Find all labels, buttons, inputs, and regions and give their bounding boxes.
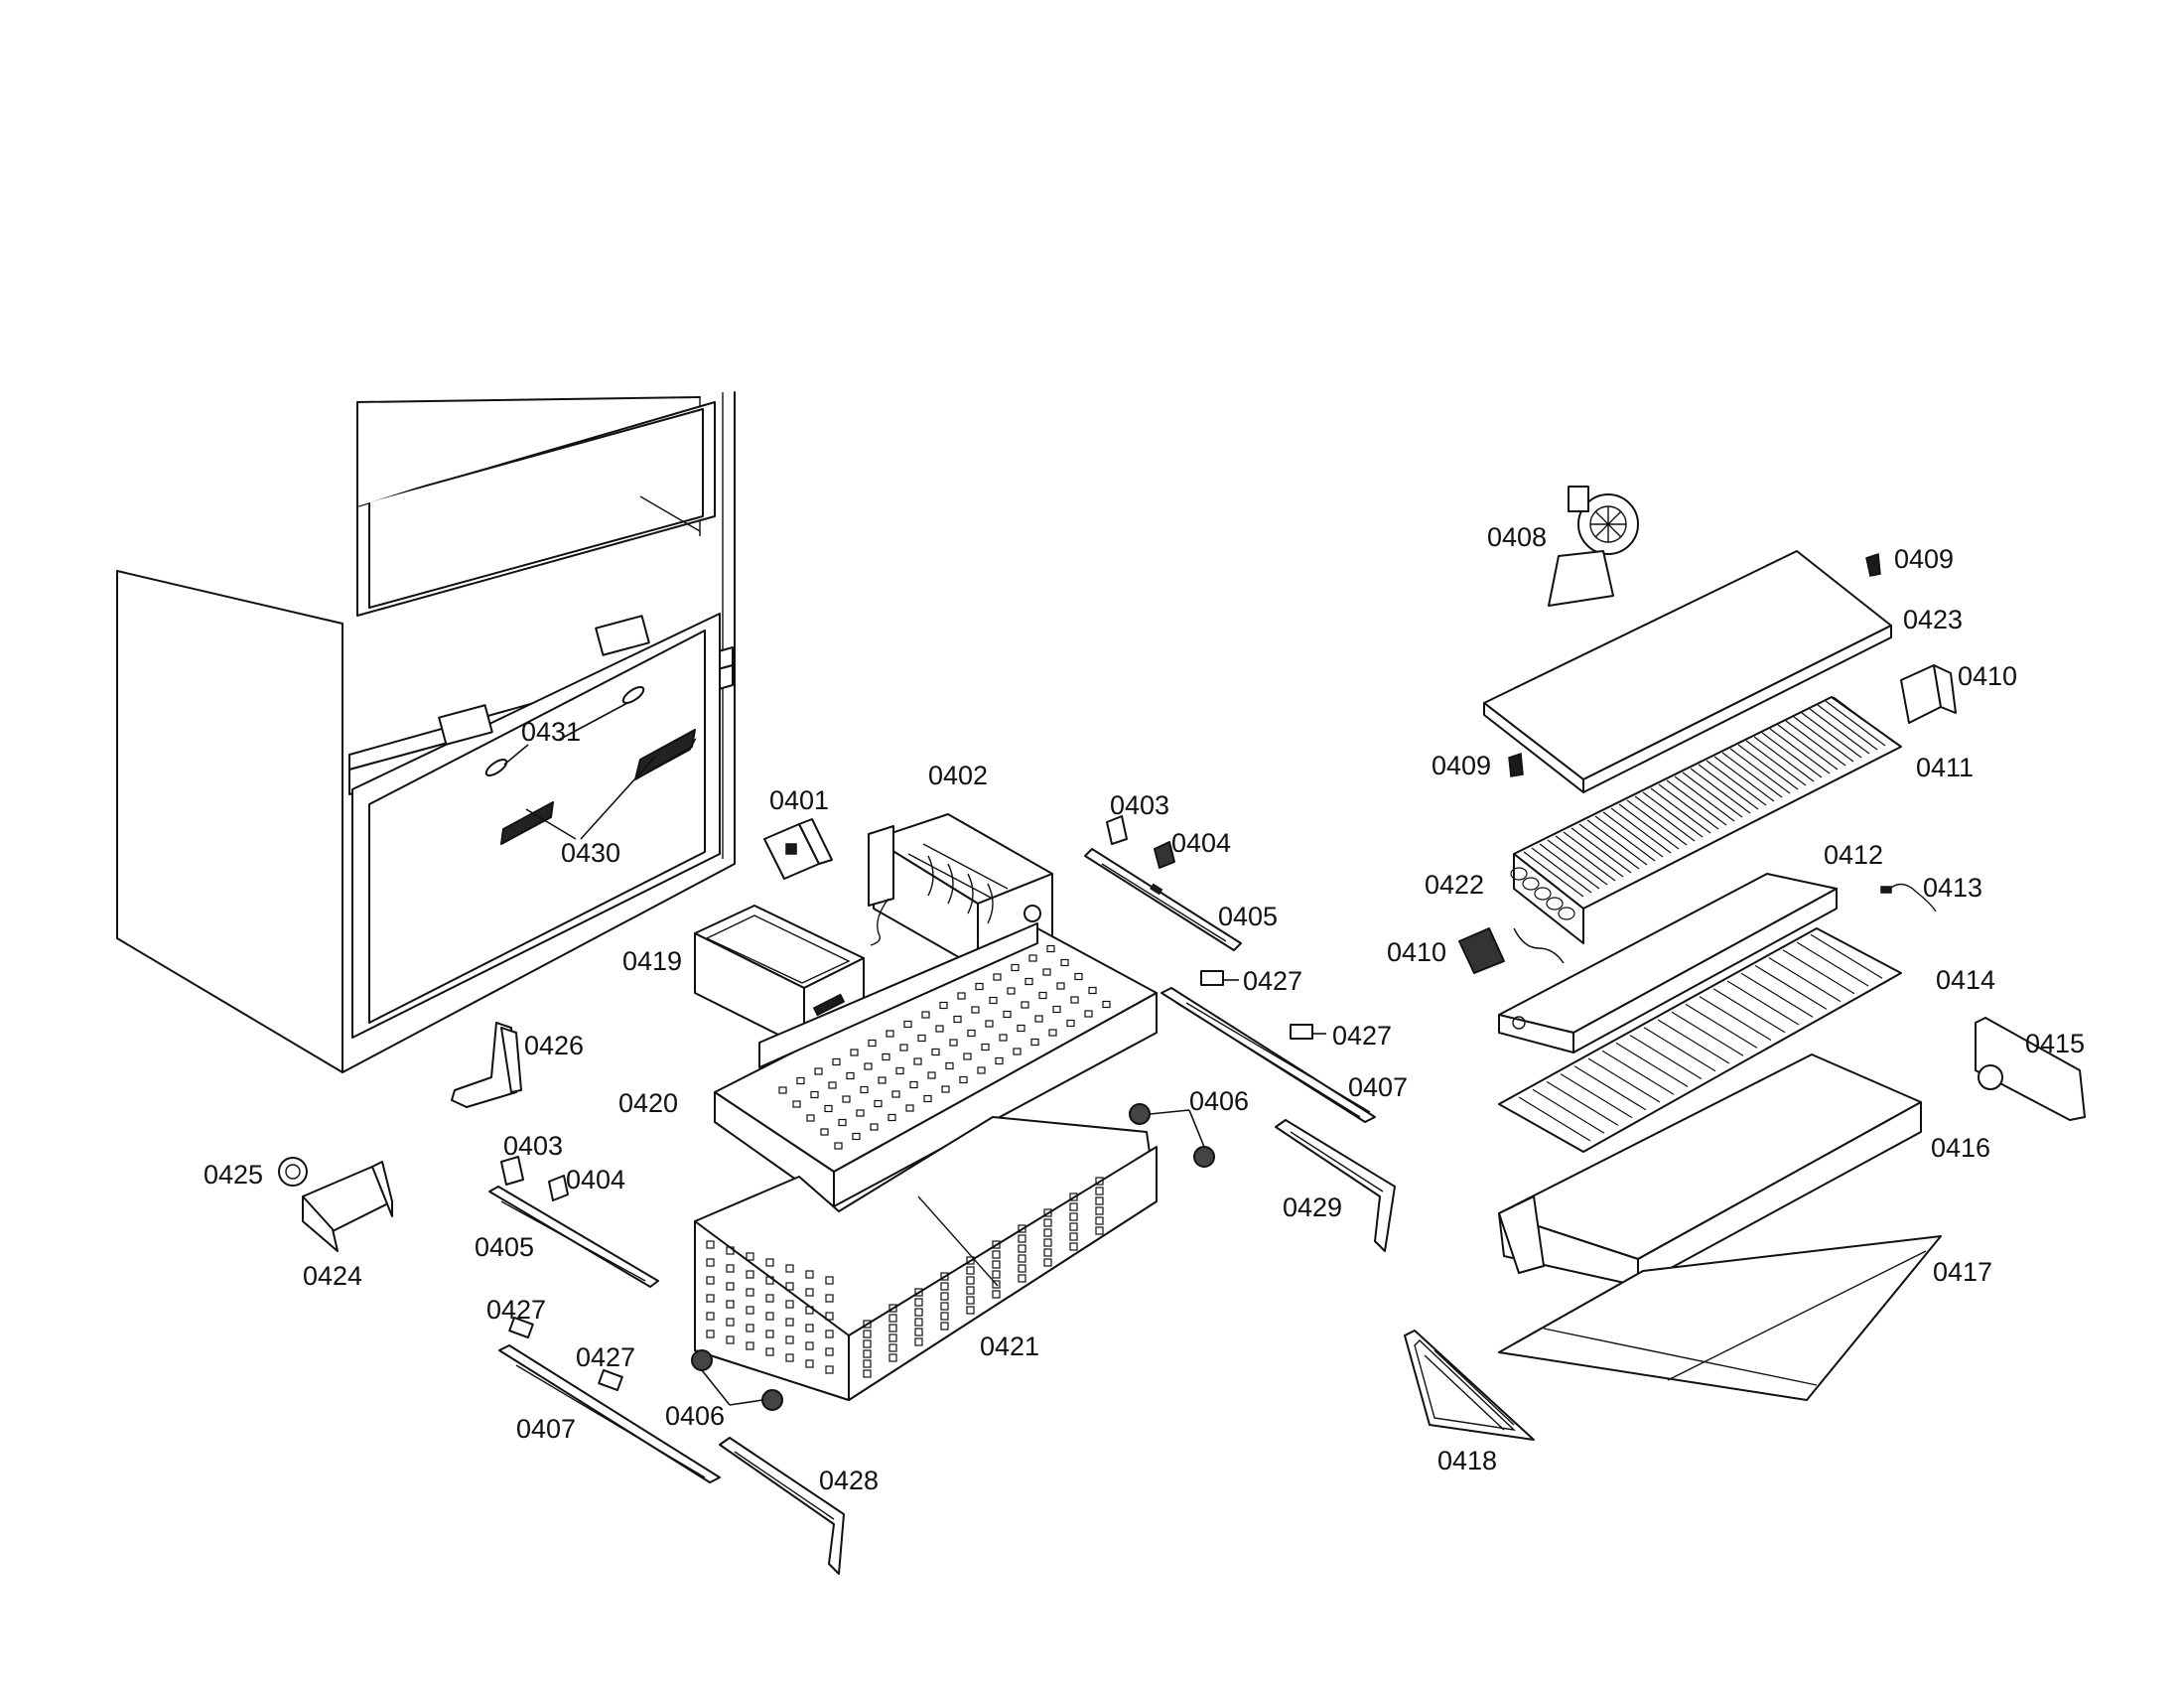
part-0426-bracket	[451, 1022, 522, 1108]
part-0419-ice-bin	[694, 905, 865, 1049]
part-0404-clip-upper	[1154, 841, 1175, 869]
label-0427-upper-b: 0427	[1332, 1021, 1392, 1051]
label-0414: 0414	[1936, 965, 1995, 995]
label-0404-lower: 0404	[566, 1165, 625, 1194]
part-0411-evaporator	[1510, 696, 1902, 944]
label-0424: 0424	[303, 1261, 362, 1291]
label-0417: 0417	[1933, 1257, 1992, 1287]
lamp-cover-right	[621, 685, 645, 705]
part-0429-side-bracket	[1275, 1119, 1396, 1252]
label-0416: 0416	[1931, 1133, 1990, 1163]
part-0403-clip-lower	[500, 1156, 524, 1186]
label-0408: 0408	[1487, 522, 1547, 552]
label-0418: 0418	[1437, 1446, 1497, 1475]
label-0403-lower: 0403	[503, 1131, 563, 1161]
part-0427-stop-a	[1200, 970, 1224, 986]
label-0402: 0402	[928, 761, 988, 790]
callout-labels: 0431 0430 0401 0402 0403 0404 0405 0427 …	[204, 522, 2085, 1495]
part-0418-duct	[1404, 1330, 1535, 1441]
label-0409-top: 0409	[1894, 544, 1954, 574]
refrigerator-cabinet	[116, 391, 736, 1073]
label-0426: 0426	[524, 1031, 584, 1060]
part-0407-slide-lower	[498, 1344, 721, 1483]
part-0427-stop-c	[508, 1317, 534, 1338]
label-0423: 0423	[1903, 605, 1963, 634]
part-0427-stop-d	[598, 1369, 623, 1391]
part-0427-stop-b	[1290, 1024, 1313, 1040]
label-0420: 0420	[618, 1088, 678, 1118]
label-0406-lower: 0406	[665, 1401, 725, 1431]
part-0424-housing	[302, 1161, 393, 1252]
label-0405-upper: 0405	[1218, 902, 1278, 931]
part-0423-cover	[1483, 550, 1892, 793]
part-0405-rail-upper	[1084, 848, 1242, 951]
vent-grille-right	[633, 729, 697, 781]
part-0428-bracket	[719, 1437, 845, 1575]
label-0412: 0412	[1824, 840, 1883, 870]
part-0425-bushing	[278, 1157, 308, 1187]
label-0415: 0415	[2025, 1029, 2085, 1058]
label-0421: 0421	[980, 1332, 1039, 1361]
label-0429: 0429	[1283, 1193, 1342, 1222]
lamp-cover-left	[484, 758, 508, 777]
label-0427-lower-a: 0427	[486, 1295, 546, 1325]
part-0412-tray	[1498, 873, 1838, 1053]
part-0414-heater	[1498, 927, 1902, 1153]
label-0411: 0411	[1916, 753, 1974, 782]
part-0410-block-b	[1458, 927, 1505, 974]
label-0430: 0430	[561, 838, 620, 868]
part-0403-clip-upper	[1106, 815, 1128, 845]
part-0410-block-a	[1900, 664, 1957, 724]
part-0409-screw-a	[1865, 552, 1881, 577]
part-0406-roller-a	[1129, 1103, 1151, 1125]
label-0427-upper-a: 0427	[1243, 966, 1302, 996]
label-0427-lower-b: 0427	[576, 1342, 635, 1372]
label-0409-mid: 0409	[1432, 751, 1491, 780]
vent-grille-left	[500, 801, 554, 845]
label-0406-upper: 0406	[1189, 1086, 1249, 1116]
part-0420-upper-basket	[714, 922, 1158, 1207]
part-0401-bracket	[763, 818, 833, 880]
part-0407-slide-upper	[1160, 987, 1376, 1123]
part-0405-rail-lower	[488, 1186, 659, 1288]
label-0428: 0428	[819, 1466, 879, 1495]
label-0407-upper: 0407	[1348, 1072, 1408, 1102]
label-0419: 0419	[622, 946, 682, 976]
label-0431: 0431	[521, 717, 581, 747]
label-0407-lower: 0407	[516, 1414, 576, 1444]
label-0405-lower: 0405	[475, 1232, 534, 1262]
part-0409-screw-b	[1508, 752, 1524, 777]
label-0404-upper: 0404	[1171, 828, 1231, 858]
part-0406-roller-b	[1193, 1146, 1215, 1168]
part-0404-clip-lower	[548, 1175, 569, 1201]
part-0417-panel	[1498, 1235, 1942, 1401]
label-0410-mid: 0410	[1387, 937, 1446, 967]
label-0422: 0422	[1425, 870, 1484, 900]
label-0413: 0413	[1923, 873, 1982, 903]
part-0406-roller-d	[761, 1389, 783, 1411]
label-0410-top: 0410	[1958, 661, 2017, 691]
part-0421-lower-basket	[694, 1116, 1158, 1401]
label-0401: 0401	[769, 785, 829, 815]
part-0408-fan	[1548, 486, 1639, 607]
part-0406-roller-c	[691, 1349, 713, 1371]
part-0415-bracket	[1975, 1017, 2086, 1121]
label-0425: 0425	[204, 1160, 263, 1190]
part-0422-sensor	[1513, 927, 1565, 964]
part-0413-wire	[1880, 883, 1937, 912]
label-0403-upper: 0403	[1110, 790, 1169, 820]
part-0416-shroud	[1498, 1053, 1922, 1287]
